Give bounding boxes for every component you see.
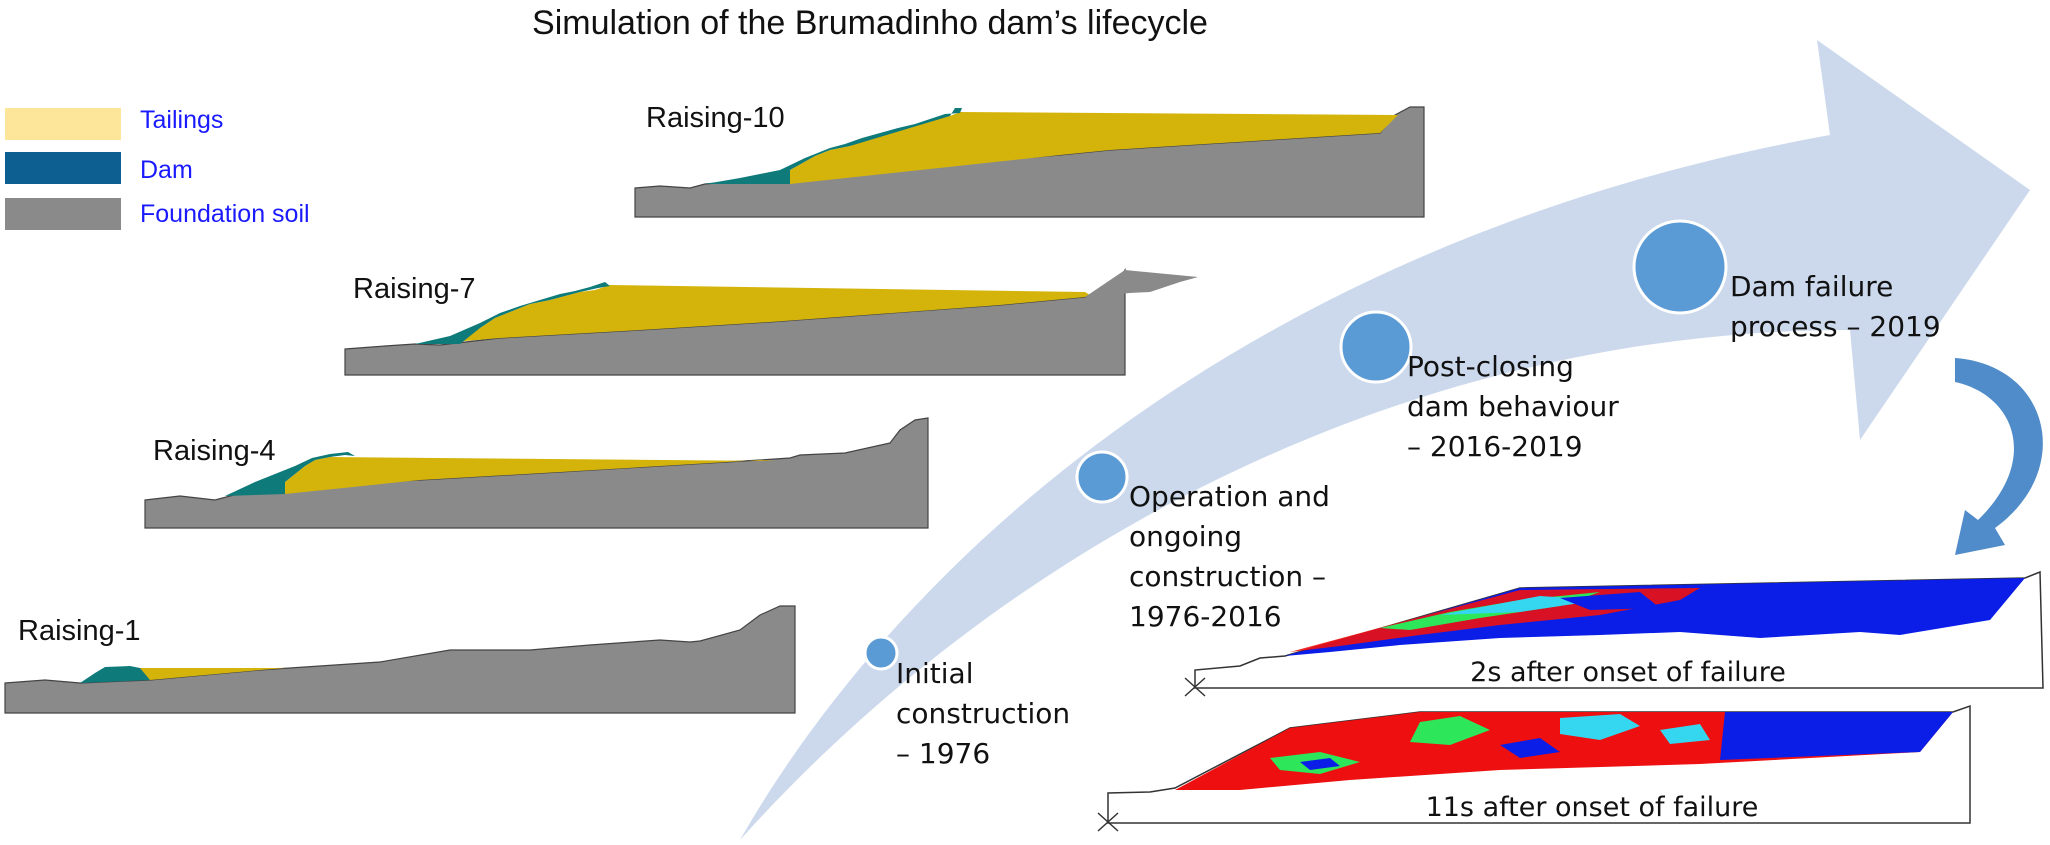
failure-panel-label: 11s after onset of failure — [1426, 792, 1759, 823]
stage-label-operation: Operation and ongoing construction – 197… — [1129, 480, 1339, 633]
legend-swatch-dam — [5, 152, 121, 184]
stage-marker-operation — [1075, 450, 1129, 504]
legend-label-tailings: Tailings — [140, 106, 223, 134]
stage-marker-failure — [1632, 219, 1728, 315]
failure-panel-2s: 2s after onset of failure — [1184, 570, 2044, 697]
raising-label: Raising-7 — [353, 273, 476, 305]
cross-section-raising-7: Raising-7 — [344, 267, 1198, 376]
raising-label: Raising-4 — [153, 435, 276, 467]
legend-swatch-foundation-soil — [5, 198, 121, 230]
legend-label-foundation-soil: Foundation soil — [140, 200, 310, 228]
cross-section-raising-10: Raising-10 — [634, 102, 1425, 218]
stage-label-initial: Initial construction – 1976 — [896, 657, 1079, 770]
diagram-title: Simulation of the Brumadinho dam’s lifec… — [532, 4, 1208, 42]
failure-panel-label: 2s after onset of failure — [1470, 657, 1786, 688]
stage-label-post-closing: Post-closing dam behaviour – 2016-2019 — [1407, 350, 1628, 463]
stage-label-failure: Dam failure process – 2019 — [1730, 270, 1941, 343]
legend: Tailings Dam Foundation soil — [5, 106, 310, 230]
raising-label: Raising-1 — [18, 615, 141, 647]
raising-label: Raising-10 — [646, 102, 785, 134]
failure-panel-11s: 11s after onset of failure — [1097, 704, 1971, 832]
transition-arrow — [1955, 358, 2043, 555]
legend-swatch-tailings — [5, 108, 121, 140]
stage-marker-post-closing — [1339, 310, 1413, 384]
cross-section-raising-1: Raising-1 — [4, 605, 796, 714]
stage-marker-initial — [863, 635, 899, 671]
cross-section-raising-4: Raising-4 — [144, 417, 929, 529]
legend-label-dam: Dam — [140, 156, 193, 184]
